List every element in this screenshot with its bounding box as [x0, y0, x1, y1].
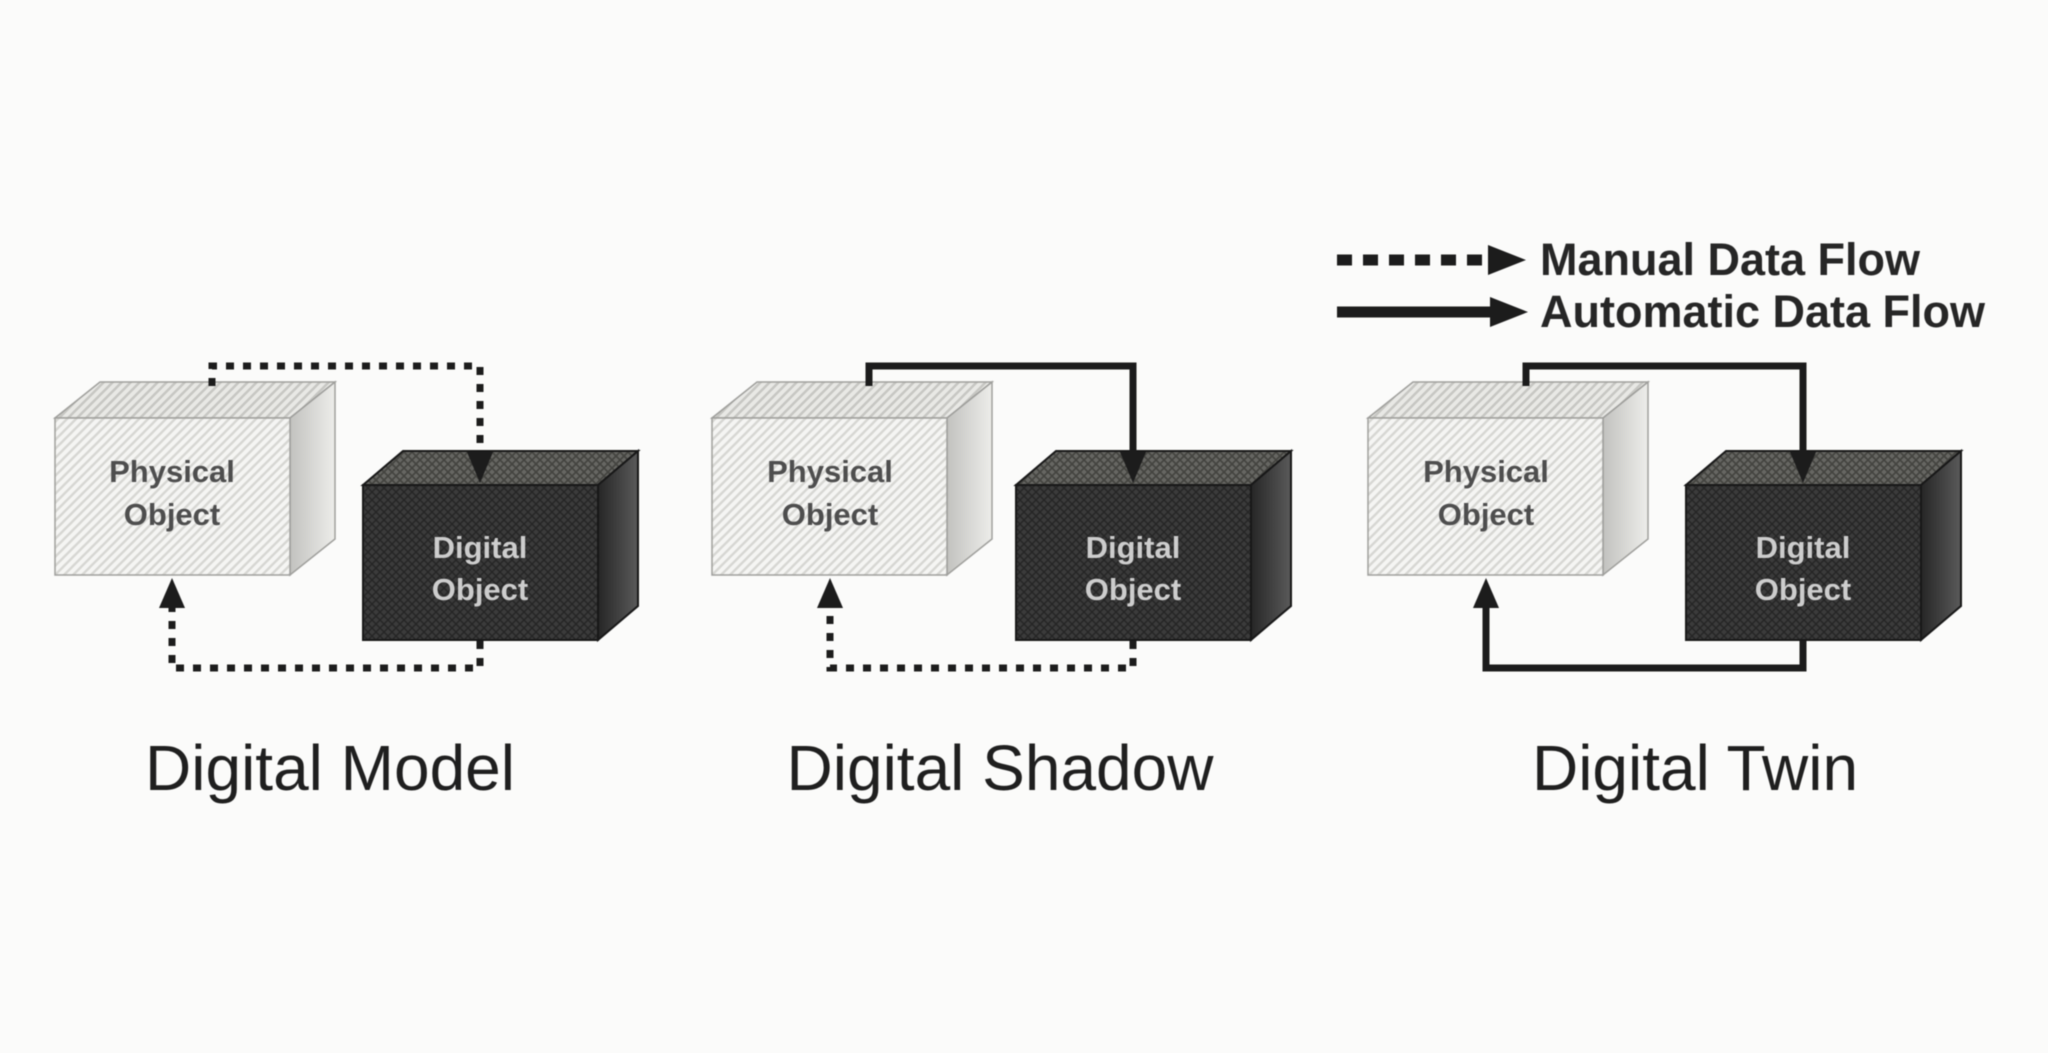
- physical-box-label-line1: Physical: [767, 454, 893, 489]
- digital-box-side-face: [1250, 448, 1292, 643]
- legend-manual-label: Manual Data Flow: [1540, 234, 1921, 285]
- digital-box-front-face: [362, 484, 599, 641]
- top-flow-line: [865, 362, 1137, 452]
- digital-box-label-line1: Digital: [433, 530, 528, 565]
- bottom-flow-arrowhead: [1473, 578, 1499, 608]
- digital-box-side-face: [597, 448, 639, 643]
- bottom-flow-line: [826, 608, 1137, 672]
- digital-box-front-face: [1685, 484, 1922, 641]
- digital-box-top-face: [1013, 450, 1294, 486]
- physical-box-label-line1: Physical: [1423, 454, 1549, 489]
- physical-box-front-face: [1367, 417, 1604, 576]
- legend-automatic-arrowhead: [1490, 297, 1528, 327]
- panel-digital-twin: Physical Object Digital Object Digital T…: [1365, 362, 1964, 804]
- panel-digital-shadow: Physical Object Digital Object Digital S…: [709, 362, 1294, 804]
- bottom-flow-line: [168, 608, 484, 672]
- digital-box-label-line2: Object: [1755, 572, 1851, 607]
- digital-box-top-face: [360, 450, 641, 486]
- bottom-flow-arrowhead: [817, 578, 843, 608]
- digital-box-label-line1: Digital: [1756, 530, 1851, 565]
- digital-box-front-face: [1015, 484, 1252, 641]
- legend-manual-arrowhead: [1488, 245, 1526, 275]
- top-flow-arrowhead: [1120, 452, 1146, 483]
- bottom-flow-line: [1482, 608, 1807, 672]
- physical-box-label-line2: Object: [782, 497, 878, 532]
- panel-digital-model: Physical Object Digital Object Digital M…: [52, 362, 641, 804]
- physical-box-label-line2: Object: [1438, 497, 1534, 532]
- digital-box-side-face: [1920, 448, 1962, 643]
- bottom-flow-arrowhead: [159, 578, 185, 608]
- physical-box-front-face: [711, 417, 948, 576]
- top-flow-arrowhead: [467, 452, 493, 483]
- physical-box-top-face: [1365, 381, 1651, 419]
- digital-box-label-line2: Object: [1085, 572, 1181, 607]
- legend-automatic-label: Automatic Data Flow: [1540, 286, 1986, 337]
- digital-box-top-face: [1683, 450, 1964, 486]
- top-flow-arrowhead: [1790, 452, 1816, 483]
- physical-box-top-face: [52, 381, 338, 419]
- digital-box-label-line2: Object: [432, 572, 528, 607]
- panel-title: Digital Model: [145, 732, 515, 804]
- physical-box-front-face: [54, 417, 291, 576]
- top-flow-line: [208, 362, 484, 452]
- panel-title: Digital Twin: [1532, 732, 1858, 804]
- physical-box-top-face: [709, 381, 995, 419]
- physical-box-label-line1: Physical: [109, 454, 235, 489]
- digital-box-label-line1: Digital: [1086, 530, 1181, 565]
- panel-title: Digital Shadow: [787, 732, 1215, 804]
- top-flow-line: [1522, 362, 1807, 452]
- physical-box-label-line2: Object: [124, 497, 220, 532]
- legend: Manual Data Flow Automatic Data Flow: [1337, 234, 1986, 337]
